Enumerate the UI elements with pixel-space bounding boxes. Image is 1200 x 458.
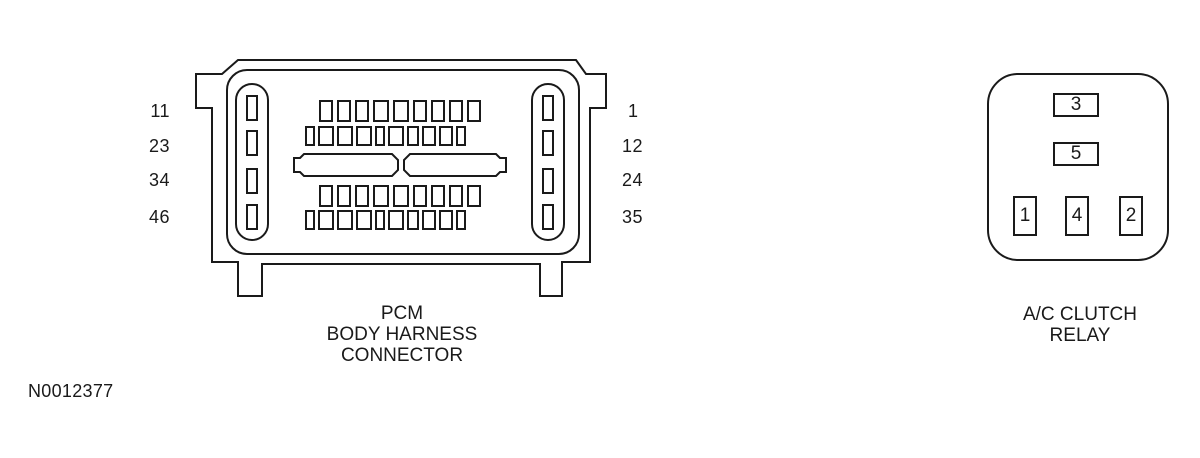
pcm-terminal-cavity (449, 185, 463, 207)
pcm-latch-left (293, 153, 399, 177)
pcm-terminal-cavity (305, 210, 315, 230)
pcm-terminal-cavity (337, 185, 351, 207)
pcm-terminal-cavity (422, 210, 436, 230)
relay-outline (987, 73, 1169, 261)
pcm-terminal-cavity (355, 185, 369, 207)
pcm-pin-label-23: 23 (148, 136, 170, 156)
pcm-pin-rows (305, 100, 481, 230)
relay-cavity-number-3: 3 (1070, 94, 1082, 115)
pcm-connector-outline (195, 59, 607, 297)
pcm-terminal-cavity (449, 100, 463, 122)
pcm-terminal-cavity (456, 126, 466, 146)
pcm-terminal-cavity (375, 210, 385, 230)
pcm-terminal-cavity (393, 100, 409, 122)
pcm-terminal-cavity (337, 126, 353, 146)
pcm-pin-label-35: 35 (622, 207, 644, 227)
relay-caption: A/C CLUTCH RELAY (980, 304, 1180, 346)
pcm-terminal-cavity (388, 126, 404, 146)
pcm-pin-label-1: 1 (628, 101, 639, 121)
pcm-terminal-cavity (407, 126, 419, 146)
pcm-terminal-cavity (388, 210, 404, 230)
pcm-caption-line-2: BODY HARNESS (326, 324, 478, 345)
pcm-terminal-cavity (319, 185, 333, 207)
figure-id: N0012377 (28, 381, 114, 401)
pcm-terminal-cavity (373, 185, 389, 207)
relay-cavity-number-1: 1 (1019, 205, 1031, 226)
pcm-terminal-cavity (337, 210, 353, 230)
relay-cavity-2 (1119, 196, 1143, 236)
pcm-latch-right (403, 153, 507, 177)
pcm-terminal-cavity (305, 126, 315, 146)
relay-cavity-number-4: 4 (1071, 205, 1083, 226)
pcm-pin-label-11: 11 (150, 101, 170, 121)
pcm-terminal-cavity (356, 126, 372, 146)
pcm-terminal-cavity (413, 100, 427, 122)
pcm-terminal-cavity (319, 100, 333, 122)
pcm-terminal-cavity (439, 126, 453, 146)
pcm-pin-label-46: 46 (148, 207, 170, 227)
pcm-terminal-cavity (356, 210, 372, 230)
relay-cavity-1 (1013, 196, 1037, 236)
pcm-terminal-cavity (467, 185, 481, 207)
relay-cavity-3 (1053, 93, 1099, 117)
pcm-caption-line-3: CONNECTOR (340, 345, 464, 366)
pcm-terminal-cavity (373, 100, 389, 122)
pcm-terminal-cavity (456, 210, 466, 230)
relay-caption-line-2: RELAY (1049, 325, 1111, 346)
pcm-terminal-cavity (318, 210, 334, 230)
pcm-terminal-cavity (337, 100, 351, 122)
pcm-terminal-cavity (413, 185, 427, 207)
pcm-terminal-cavity (422, 126, 436, 146)
relay-cavity-number-2: 2 (1125, 205, 1137, 226)
pcm-terminal-cavity (393, 185, 409, 207)
pcm-terminal-cavity (439, 210, 453, 230)
relay-caption-line-1: A/C CLUTCH (1022, 304, 1137, 325)
pcm-pin-label-34: 34 (148, 170, 170, 190)
pcm-terminal-cavity (431, 185, 445, 207)
pcm-terminal-cavity (375, 126, 385, 146)
pcm-pin-label-24: 24 (622, 170, 644, 190)
pcm-terminal-cavity (467, 100, 481, 122)
pcm-pin-label-12: 12 (622, 136, 644, 156)
relay-cavity-5 (1053, 142, 1099, 166)
pcm-terminal-cavity (407, 210, 419, 230)
pcm-connector-face (226, 69, 580, 255)
pcm-left-pin-column (235, 83, 269, 241)
pcm-right-pin-column (531, 83, 565, 241)
pcm-connector-caption: PCM BODY HARNESS CONNECTOR (302, 303, 502, 366)
pcm-terminal-cavity (355, 100, 369, 122)
pcm-caption-line-1: PCM (380, 303, 424, 324)
pcm-terminal-cavity (431, 100, 445, 122)
relay-cavity-number-5: 5 (1070, 143, 1082, 164)
pcm-terminal-cavity (318, 126, 334, 146)
relay-cavity-4 (1065, 196, 1089, 236)
